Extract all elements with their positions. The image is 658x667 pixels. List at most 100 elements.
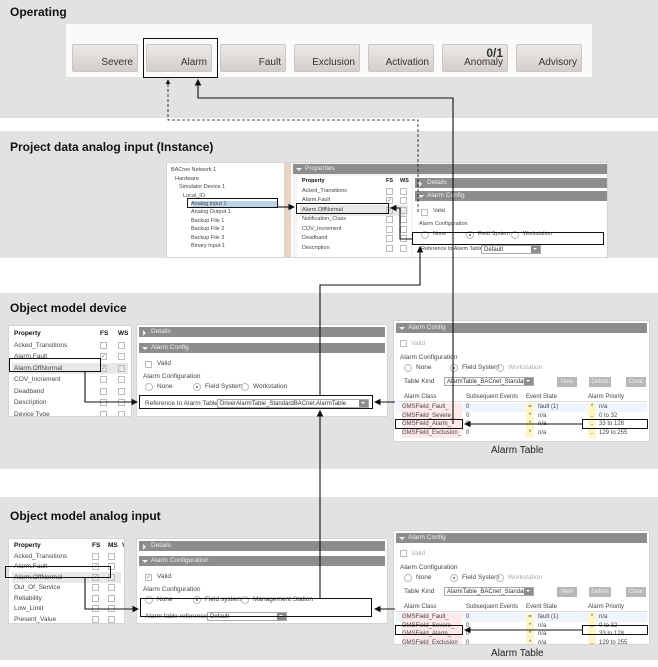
filter-button-activation[interactable]: Activation <box>368 44 434 72</box>
alarm-config-header[interactable]: Alarm Config <box>139 343 385 353</box>
radio-field-system[interactable] <box>450 364 458 372</box>
alarm-config-header[interactable]: Alarm Config <box>396 533 647 543</box>
chevron-down-icon[interactable] <box>531 246 540 253</box>
ws-checkbox[interactable] <box>118 410 125 416</box>
properties-header[interactable]: Properties <box>293 164 607 174</box>
chevron-down-icon[interactable] <box>524 588 533 595</box>
tree-item[interactable]: Binary Input 1 <box>191 243 225 249</box>
radio-none[interactable] <box>145 383 153 391</box>
details-header[interactable]: Details <box>139 327 385 337</box>
ws-checkbox[interactable] <box>118 364 125 372</box>
column-header[interactable]: Alarm Priority <box>588 394 625 400</box>
radio-field-system[interactable] <box>450 574 458 582</box>
tree-item[interactable]: Hardware <box>175 175 199 182</box>
alarm-config-header[interactable]: Alarm Config <box>415 191 607 201</box>
ws-checkbox[interactable] <box>108 584 115 591</box>
new-button[interactable]: New <box>557 377 577 387</box>
filter-button-fault[interactable]: Fault <box>220 44 286 72</box>
ws-checkbox[interactable] <box>108 615 115 623</box>
radio-workstation[interactable] <box>511 231 519 239</box>
column-header[interactable]: Property <box>14 542 41 549</box>
fs-checkbox[interactable] <box>386 187 393 195</box>
fs-checkbox[interactable] <box>386 235 393 242</box>
ws-checkbox[interactable] <box>108 605 115 612</box>
fs-checkbox[interactable] <box>100 387 107 395</box>
alarm-table-row[interactable]: GMSField_Fault_0=fault (1)*n/a <box>396 613 647 622</box>
radio-workstation[interactable] <box>496 364 504 372</box>
valid-checkbox[interactable] <box>400 340 407 347</box>
alarm-config-header[interactable]: Alarm Config <box>396 323 647 333</box>
radio-field-system[interactable] <box>193 383 201 391</box>
column-header[interactable]: Alarm Class <box>404 394 437 400</box>
table-kind-dropdown[interactable]: AlarmTable_BACnet_Standard <box>444 587 534 596</box>
ws-checkbox[interactable] <box>118 353 125 360</box>
property-row[interactable]: Alarm.OffNormal✓ <box>12 362 128 374</box>
radio-none[interactable] <box>404 364 412 372</box>
radio-management-station[interactable] <box>241 596 249 604</box>
property-row[interactable]: Low_Limit <box>12 603 121 614</box>
fs-checkbox[interactable] <box>386 216 393 223</box>
column-header[interactable]: Property <box>14 330 41 337</box>
ws-checkbox[interactable] <box>400 235 407 242</box>
radio-workstation[interactable] <box>496 574 504 582</box>
fs-checkbox[interactable]: ✓ <box>100 353 107 360</box>
delete-button[interactable]: Delete <box>589 587 611 597</box>
tree-item[interactable]: Simulator Device 1 <box>179 184 226 191</box>
ws-checkbox[interactable] <box>118 376 125 383</box>
fs-checkbox[interactable] <box>92 584 99 591</box>
radio-field-system[interactable] <box>466 231 474 239</box>
fs-checkbox[interactable] <box>92 615 99 623</box>
tree-item[interactable]: Backup File 3 <box>191 234 225 241</box>
filter-button-alarm[interactable]: Alarm <box>146 44 212 72</box>
column-header[interactable]: FS <box>100 330 109 337</box>
column-header[interactable]: Subsequent Events <box>466 604 519 610</box>
fs-checkbox[interactable] <box>92 594 99 602</box>
column-header[interactable]: MS <box>108 542 118 549</box>
property-row[interactable]: Description <box>12 397 128 408</box>
clear-button[interactable]: Clear <box>626 377 646 387</box>
alarm-table-row[interactable]: GMSField_Exclusion_0*n/a..129 to 255 <box>396 639 647 644</box>
tree-item[interactable]: Backup File 2 <box>191 226 225 233</box>
alarm-config-header[interactable]: Alarm Configuration <box>139 556 385 566</box>
property-row[interactable]: Alarm.Fault✓ <box>12 351 128 362</box>
ws-checkbox[interactable] <box>400 206 407 214</box>
column-header[interactable]: WS <box>118 330 129 337</box>
property-row[interactable]: Present_Value <box>12 614 121 624</box>
ws-checkbox[interactable] <box>400 225 407 233</box>
valid-checkbox[interactable] <box>421 209 428 216</box>
column-header[interactable]: VL <box>122 540 124 551</box>
ws-checkbox[interactable] <box>108 552 115 560</box>
column-header[interactable]: Alarm Class <box>404 604 437 610</box>
valid-checkbox[interactable]: ✓ <box>145 574 152 581</box>
tree-item[interactable]: Backup File 1 <box>191 217 225 224</box>
chevron-down-icon[interactable] <box>524 378 533 385</box>
ws-checkbox[interactable] <box>400 244 407 252</box>
details-header[interactable]: Details <box>139 541 385 551</box>
clear-button[interactable]: Clear <box>626 587 646 597</box>
alarm-table-row[interactable]: GMSField_Exclusion_0*n/a..129 to 255 <box>396 429 647 439</box>
tree-item[interactable]: Field Networks <box>169 162 206 165</box>
filter-button-exclusion[interactable]: Exclusion <box>294 44 360 72</box>
property-row[interactable]: Deadband <box>12 386 128 397</box>
column-header[interactable]: Event State <box>526 604 558 610</box>
valid-checkbox[interactable] <box>400 550 407 557</box>
radio-field-system[interactable] <box>193 596 201 604</box>
table-kind-dropdown[interactable]: AlarmTable_BACnet_Standard <box>444 377 534 386</box>
tree-item[interactable]: Analog Output 1 <box>191 209 231 216</box>
ws-checkbox[interactable] <box>400 216 407 223</box>
ws-checkbox[interactable] <box>118 387 125 395</box>
splitter[interactable] <box>284 163 291 257</box>
column-header[interactable]: FS <box>92 542 101 549</box>
fs-checkbox[interactable] <box>100 341 107 349</box>
fs-checkbox[interactable] <box>92 552 99 560</box>
ws-checkbox[interactable] <box>400 187 407 195</box>
fs-checkbox[interactable] <box>100 399 107 406</box>
property-row[interactable]: Reliability <box>12 593 121 604</box>
tree-item[interactable]: BACnet Network 1 <box>171 167 217 174</box>
fs-checkbox[interactable] <box>100 376 107 383</box>
column-header[interactable]: Subsequent Events <box>466 394 519 400</box>
fs-checkbox[interactable] <box>100 410 107 416</box>
fs-checkbox[interactable]: ✓ <box>100 364 107 372</box>
column-header[interactable]: Alarm Priority <box>588 604 625 610</box>
